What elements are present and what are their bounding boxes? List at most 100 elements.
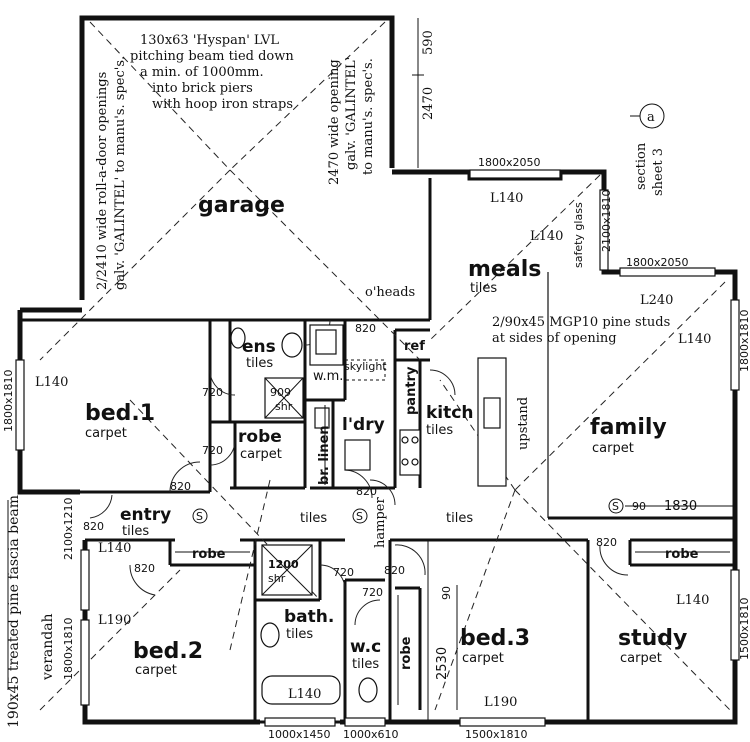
svg-text:2/90x45 MGP10 pine studs: 2/90x45 MGP10 pine studs <box>492 315 670 330</box>
room-bed1: bed.1 <box>85 401 155 426</box>
room-garage: garage <box>198 193 285 218</box>
svg-text:pitching beam tied down: pitching beam tied down <box>130 49 294 64</box>
basin-icon <box>281 332 303 358</box>
svg-text:130x63 'Hyspan' LVL: 130x63 'Hyspan' LVL <box>140 33 279 48</box>
svg-text:carpet: carpet <box>240 447 282 462</box>
toilet-icon <box>230 327 246 349</box>
svg-text:2100x1810: 2100x1810 <box>600 190 613 253</box>
svg-text:carpet: carpet <box>620 651 662 666</box>
svg-text:S: S <box>196 510 203 523</box>
svg-text:2100x1210: 2100x1210 <box>62 498 75 561</box>
room-ref: ref <box>404 339 425 354</box>
svg-text:hamper: hamper <box>373 497 388 548</box>
room-bath: bath. <box>284 607 334 627</box>
svg-text:L190: L190 <box>484 695 517 710</box>
svg-text:820: 820 <box>83 520 104 533</box>
svg-text:upstand: upstand <box>516 397 531 450</box>
room-pantry: pantry <box>404 366 419 415</box>
svg-text:1800x1810: 1800x1810 <box>2 370 15 433</box>
svg-text:2470 wide opening: 2470 wide opening <box>327 59 342 185</box>
room-ens: ens <box>242 337 276 357</box>
svg-text:S: S <box>612 500 619 513</box>
svg-text:L140: L140 <box>676 593 709 608</box>
room-laundry: l'dry <box>342 415 385 435</box>
svg-text:skylight: skylight <box>344 360 387 373</box>
svg-text:L240: L240 <box>640 293 673 308</box>
svg-text:carpet: carpet <box>135 663 177 678</box>
svg-text:L140: L140 <box>98 541 131 556</box>
svg-text:1500x1810: 1500x1810 <box>738 598 750 661</box>
svg-text:S: S <box>356 510 363 523</box>
svg-text:tiles: tiles <box>352 657 379 672</box>
svg-text:820: 820 <box>170 480 191 493</box>
svg-text:L140: L140 <box>288 687 321 702</box>
svg-text:190x45 treated pine fascia bea: 190x45 treated pine fascia beam <box>6 495 22 728</box>
svg-text:720: 720 <box>202 386 223 399</box>
construction-notes: 130x63 'Hyspan' LVL pitching beam tied d… <box>6 33 670 728</box>
svg-text:L190: L190 <box>98 613 131 628</box>
svg-text:carpet: carpet <box>85 426 127 441</box>
svg-text:o'heads: o'heads <box>365 285 415 300</box>
svg-text:to manu's. spec's.: to manu's. spec's. <box>361 58 376 175</box>
svg-text:90: 90 <box>440 586 453 600</box>
lintel-labels: L140 L140 L240 L140 L140 L140 L190 L140 … <box>35 191 711 710</box>
robe-study: robe <box>665 547 699 562</box>
svg-text:shr: shr <box>268 572 286 585</box>
room-kitchen: kitch <box>426 403 473 423</box>
internal-walls <box>20 178 735 722</box>
svg-text:tiles: tiles <box>246 356 273 371</box>
svg-text:tiles: tiles <box>122 524 149 539</box>
room-entry: entry <box>120 505 171 525</box>
room-study: study <box>618 626 687 651</box>
smoke-alarm-icon <box>352 508 368 524</box>
svg-text:tiles: tiles <box>446 511 473 526</box>
svg-text:909: 909 <box>270 386 291 399</box>
svg-text:L140: L140 <box>35 375 68 390</box>
smoke-alarm-labels: S S S <box>196 500 619 523</box>
svg-text:590: 590 <box>421 30 436 55</box>
smoke-alarm-icon <box>192 508 208 524</box>
svg-text:720: 720 <box>362 586 383 599</box>
room-robe: robe <box>238 427 282 447</box>
room-linen: br. linen <box>317 425 332 485</box>
svg-text:safety glass: safety glass <box>572 202 585 268</box>
svg-text:1800x1810: 1800x1810 <box>738 310 750 373</box>
svg-text:1800x2050: 1800x2050 <box>626 256 689 269</box>
door-swings <box>89 319 629 626</box>
svg-text:720: 720 <box>202 444 223 457</box>
robe-bed2: robe <box>192 547 226 562</box>
smoke-alarm-icon <box>608 498 624 514</box>
room-family: family <box>590 415 667 440</box>
room-wc: w.c <box>350 637 381 657</box>
room-bed3: bed.3 <box>460 626 530 651</box>
svg-text:galv. 'GALINTEL' to manu's. sp: galv. 'GALINTEL' to manu's. spec's. <box>113 56 128 290</box>
svg-text:tiles: tiles <box>286 627 313 642</box>
svg-text:galv. 'GALINTEL': galv. 'GALINTEL' <box>344 57 359 170</box>
svg-text:2530: 2530 <box>435 647 450 680</box>
svg-text:1200: 1200 <box>268 558 299 571</box>
svg-text:with hoop iron straps: with hoop iron straps <box>152 97 293 112</box>
svg-text:820: 820 <box>355 322 376 335</box>
room-meals: meals <box>468 257 541 282</box>
svg-text:1800x2050: 1800x2050 <box>478 156 541 169</box>
svg-text:carpet: carpet <box>462 651 504 666</box>
bath-icon <box>261 675 341 705</box>
toilet-icon <box>358 677 378 703</box>
svg-text:L140: L140 <box>678 332 711 347</box>
svg-text:tiles: tiles <box>470 281 497 296</box>
svg-text:carpet: carpet <box>592 441 634 456</box>
svg-text:a: a <box>647 110 655 125</box>
svg-text:820: 820 <box>384 564 405 577</box>
svg-text:720: 720 <box>333 566 354 579</box>
svg-text:820: 820 <box>134 562 155 575</box>
verandah-label: verandah <box>40 613 56 681</box>
svg-text:820: 820 <box>356 485 377 498</box>
svg-text:1500x1810: 1500x1810 <box>465 728 528 741</box>
svg-text:tiles: tiles <box>426 423 453 438</box>
svg-text:shr: shr <box>275 400 293 413</box>
svg-text:sheet 3: sheet 3 <box>651 148 666 196</box>
svg-text:into brick piers: into brick piers <box>152 81 253 96</box>
svg-text:w.m.: w.m. <box>313 369 343 384</box>
svg-text:a min. of 1000mm.: a min. of 1000mm. <box>140 65 264 80</box>
